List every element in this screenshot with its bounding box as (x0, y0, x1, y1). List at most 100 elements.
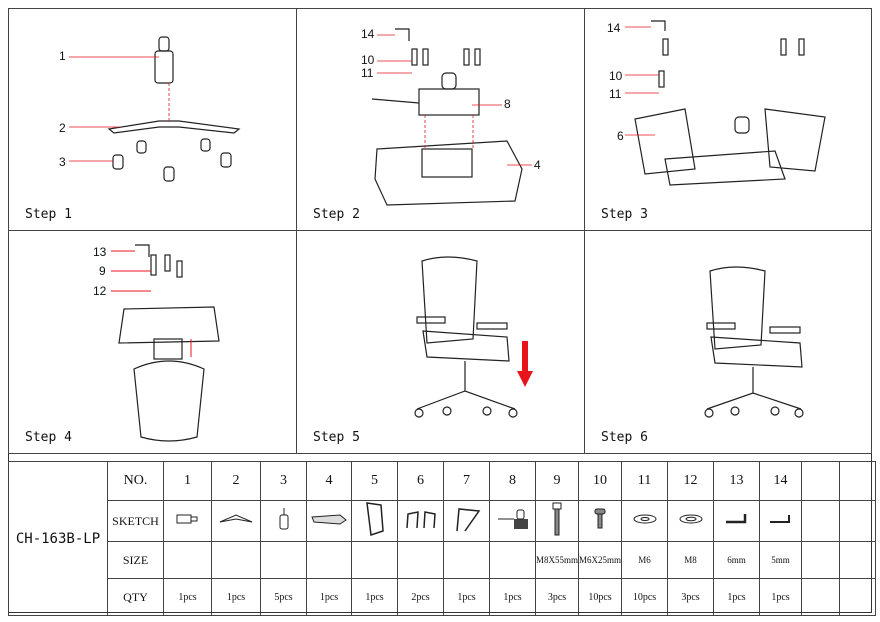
callout-10: 10 (609, 69, 623, 83)
part-no: 3 (260, 461, 307, 501)
part-size: 6mm (713, 541, 761, 579)
part-qty: 2pcs (397, 578, 444, 616)
step-label: Step 4 (25, 430, 72, 445)
part-size: M6X25mm (578, 541, 623, 579)
down-arrow-icon (517, 341, 533, 387)
part-qty: 1pcs (211, 578, 261, 616)
callout-9: 9 (99, 264, 106, 278)
row-header: SKETCH (107, 500, 164, 542)
part-qty: 10pcs (578, 578, 623, 616)
part-qty: 10pcs (621, 578, 669, 616)
part-size: M6 (621, 541, 669, 579)
part-qty: 1pcs (163, 578, 212, 616)
callout-10: 10 (361, 53, 375, 67)
part-qty: 1pcs (443, 578, 490, 616)
part-size (397, 541, 444, 579)
armrest-install-illustration (625, 20, 826, 186)
backrest-icon (351, 500, 398, 542)
part-size (163, 541, 212, 579)
table-row-size: SIZE M8X55mm M6X25mm M6 M8 6mm 5mm (9, 541, 877, 579)
callout-2: 2 (59, 121, 66, 135)
model-number: CH-163B-LP (8, 461, 108, 616)
chair-lowered-illustration (414, 256, 533, 418)
allen-key-icon (713, 500, 761, 542)
callout-6: 6 (617, 129, 624, 143)
callout-14: 14 (361, 27, 375, 41)
empty-cell (801, 541, 841, 579)
part-qty: 3pcs (534, 578, 580, 616)
callout-8: 8 (504, 97, 511, 111)
step-6-panel: Step 6 (584, 230, 872, 454)
part-no: 2 (211, 461, 261, 501)
part-no: 6 (397, 461, 444, 501)
empty-cell (839, 500, 877, 542)
base-icon (211, 500, 261, 542)
back-frame-icon (443, 500, 490, 542)
callout-13: 13 (93, 245, 107, 259)
part-no: 12 (667, 461, 715, 501)
short-bolt-icon (578, 500, 623, 542)
part-no: 8 (489, 461, 536, 501)
row-header: QTY (107, 578, 164, 616)
step-label: Step 1 (25, 207, 72, 222)
callout-14: 14 (607, 21, 621, 35)
parts-table: CH-163B-LP NO. 1 2 3 4 5 6 7 8 9 10 11 1… (8, 461, 877, 616)
part-size: M8 (667, 541, 715, 579)
part-qty: 1pcs (306, 578, 352, 616)
step-label: Step 3 (601, 207, 648, 222)
empty-cell (801, 500, 841, 542)
part-no: 14 (759, 461, 803, 501)
part-no: 5 (351, 461, 398, 501)
callout-3: 3 (59, 155, 66, 169)
gas-lift-and-base-illustration (69, 36, 241, 182)
callout-11: 11 (361, 66, 374, 80)
part-qty: 5pcs (260, 578, 307, 616)
empty-cell (839, 541, 877, 579)
step-label: Step 6 (601, 430, 648, 445)
table-row-qty: QTY 1pcs 1pcs 5pcs 1pcs 1pcs 2pcs 1pcs 1… (9, 578, 877, 616)
part-no: 7 (443, 461, 490, 501)
part-no: 1 (163, 461, 212, 501)
part-size: 5mm (759, 541, 803, 579)
armrest-icon (397, 500, 444, 542)
part-no: 13 (713, 461, 761, 501)
part-qty: 3pcs (667, 578, 715, 616)
empty-cell (801, 578, 841, 616)
part-qty: 1pcs (713, 578, 761, 616)
mechanism-to-seat-illustration (371, 28, 532, 206)
callout-1: 1 (59, 49, 66, 63)
row-header: SIZE (107, 541, 164, 579)
empty-cell (839, 578, 877, 616)
part-no: 10 (578, 461, 623, 501)
part-size (306, 541, 352, 579)
step-label: Step 5 (313, 430, 360, 445)
part-size (211, 541, 261, 579)
row-header: NO. (107, 461, 164, 501)
step-4-panel: 13 9 12 Step 4 (8, 230, 297, 454)
part-no: 4 (306, 461, 352, 501)
gas-lift-icon (163, 500, 212, 542)
part-qty: 1pcs (351, 578, 398, 616)
part-no: 11 (621, 461, 669, 501)
empty-cell (801, 461, 841, 501)
mechanism-icon (489, 500, 536, 542)
table-row-sketch: SKETCH (9, 500, 877, 542)
caster-icon (260, 500, 307, 542)
step-5-panel: Step 5 (296, 230, 585, 454)
empty-cell (839, 461, 877, 501)
callout-12: 12 (93, 284, 107, 298)
part-no: 9 (534, 461, 580, 501)
part-size (260, 541, 307, 579)
washer-icon (621, 500, 669, 542)
callout-4: 4 (534, 158, 541, 172)
assembled-chair-illustration (704, 266, 804, 418)
step-label: Step 2 (313, 207, 360, 222)
washer-icon (667, 500, 715, 542)
part-qty: 1pcs (489, 578, 536, 616)
part-size: M8X55mm (534, 541, 580, 579)
long-bolt-icon (534, 500, 580, 542)
part-size (489, 541, 536, 579)
part-size (351, 541, 398, 579)
part-size (443, 541, 490, 579)
